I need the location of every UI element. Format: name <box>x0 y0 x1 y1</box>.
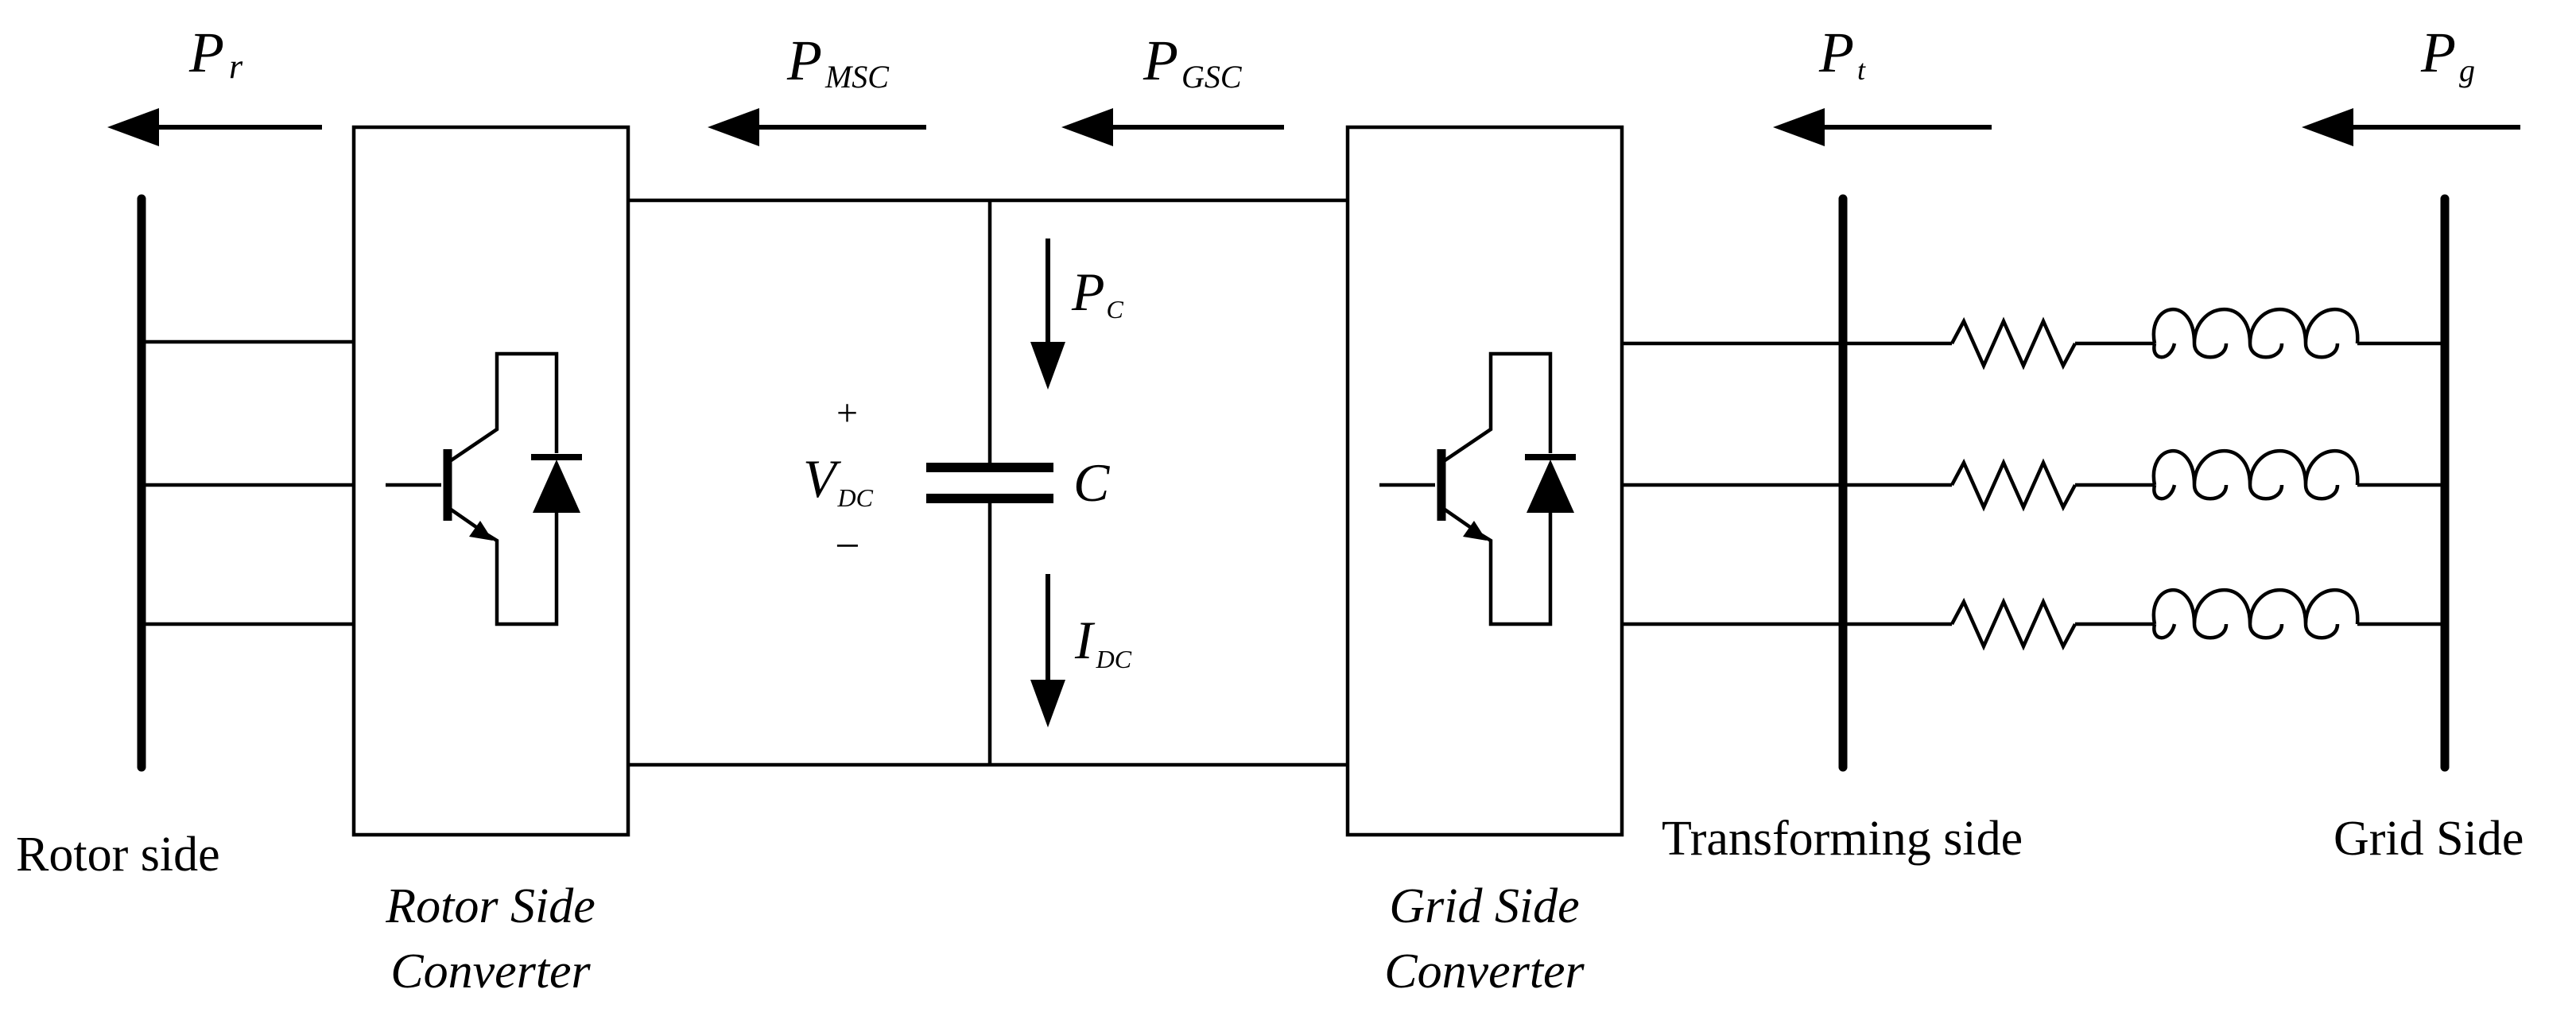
vdc-minus: − <box>835 522 860 571</box>
label-vdc: VDC <box>803 448 874 512</box>
label-pc: PC <box>1071 262 1124 324</box>
arrow-idc <box>1030 574 1065 727</box>
label-rsc-line1: Rotor Side <box>385 879 595 933</box>
label-rsc-line2: Converter <box>390 944 591 999</box>
label-gsc-line1: Grid Side <box>1389 879 1579 933</box>
igbt-diode-icon <box>386 351 582 626</box>
arrow-pc <box>1030 239 1065 390</box>
arrow-pmsc <box>708 108 926 146</box>
arrow-pt <box>1773 108 1992 146</box>
arrow-pgsc <box>1061 108 1284 146</box>
phase-b-impedance <box>1843 449 2445 512</box>
vdc-plus: + <box>836 392 858 434</box>
phase-a-impedance <box>1843 308 2445 370</box>
label-transforming-side: Transforming side <box>1662 812 2023 866</box>
grid-side-converter-box <box>1345 125 1624 837</box>
phase-c-impedance <box>1843 588 2445 651</box>
label-grid-side: Grid Side <box>2334 812 2524 866</box>
arrow-pg <box>2302 108 2520 146</box>
label-rotor-side: Rotor side <box>16 828 220 882</box>
arrow-pr <box>107 108 322 146</box>
label-capacitor: C <box>1073 452 1110 513</box>
label-gsc-line2: Converter <box>1384 944 1585 999</box>
igbt-diode-icon <box>1379 351 1576 626</box>
rotor-side-converter-box <box>351 125 630 837</box>
